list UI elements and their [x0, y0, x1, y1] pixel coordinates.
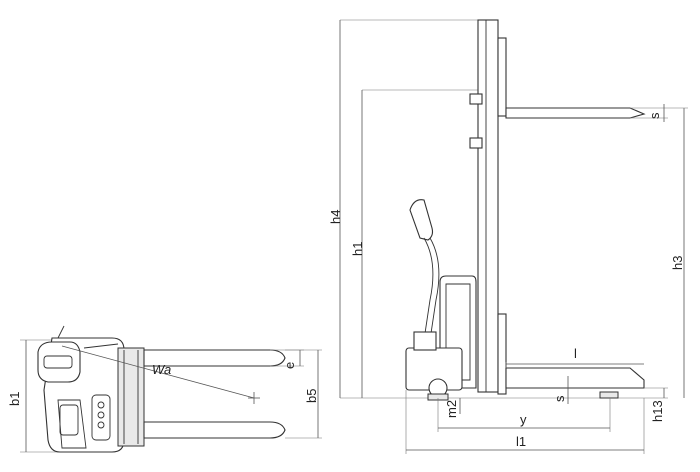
label-s-bottom: s — [552, 395, 567, 402]
label-h13: h13 — [650, 400, 665, 422]
panel-button-2 — [97, 411, 105, 419]
label-l1: l1 — [516, 434, 526, 449]
tiller-grip — [43, 355, 73, 369]
tiller-arm — [423, 237, 434, 341]
fork-lowered — [505, 367, 645, 389]
label-b5: b5 — [304, 389, 319, 403]
tiller-arm — [83, 343, 119, 349]
side-view: h4 h1 h3 s l s m2 y l1 h13 — [328, 19, 688, 454]
top-view: b1 Wa e b5 — [7, 325, 322, 453]
tiller-head — [37, 341, 81, 383]
label-h1: h1 — [350, 242, 365, 256]
fork-lower — [143, 421, 286, 439]
label-y: y — [520, 412, 527, 427]
mast-bracket-upper — [469, 93, 483, 105]
mast-bracket-middle — [469, 137, 483, 149]
label-h3: h3 — [670, 256, 685, 270]
carriage-upper — [497, 37, 507, 117]
wa-radius-line — [61, 345, 255, 399]
fork-raised — [505, 107, 646, 119]
label-s-top: s — [647, 112, 662, 119]
label-wa: Wa — [152, 362, 171, 377]
tiller-lead — [57, 325, 65, 339]
tiller-base — [413, 331, 437, 351]
label-e: e — [282, 362, 297, 369]
panel-button-1 — [97, 401, 105, 409]
mast — [477, 19, 499, 393]
label-m2: m2 — [444, 400, 459, 418]
load-wheel — [599, 391, 619, 399]
label-h4: h4 — [328, 210, 343, 224]
label-l: l — [574, 346, 577, 361]
panel-button-3 — [97, 421, 105, 429]
mast-carriage — [117, 347, 145, 447]
control-panel — [91, 394, 111, 441]
battery-window — [59, 404, 79, 436]
tiller-arm-inner — [429, 237, 440, 341]
tiller-handle — [409, 199, 434, 241]
battery-hatch — [57, 399, 87, 449]
carriage-lower — [497, 313, 507, 395]
label-b1: b1 — [7, 392, 22, 406]
